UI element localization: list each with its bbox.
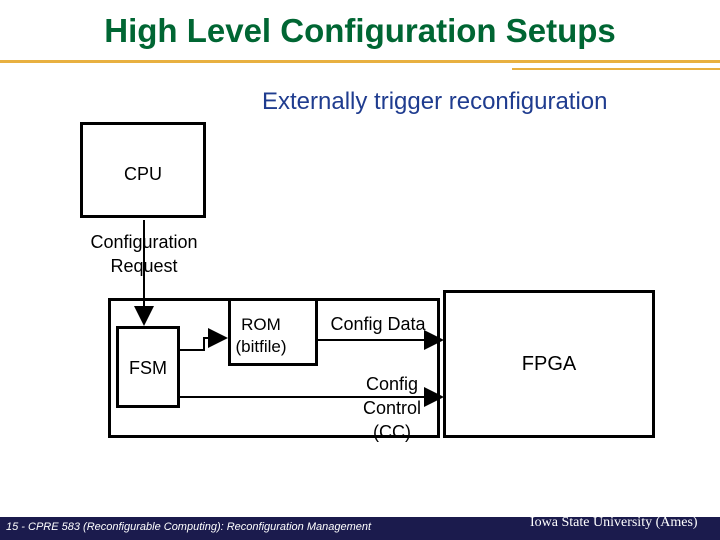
footer-university: Iowa State University (Ames) [530, 515, 698, 530]
title-underline [0, 60, 720, 63]
config-control-line-2: Control [362, 398, 422, 418]
rom-label-line-1: ROM [241, 315, 281, 334]
config-request-line-1: Configuration [90, 232, 198, 252]
fpga-box [443, 290, 655, 438]
fsm-to-rom-arrow [180, 328, 228, 351]
slide-subtitle: Externally trigger reconfiguration [262, 88, 608, 115]
config-data-label: Config Data [330, 314, 426, 334]
config-control-label: Config Control (CC) [340, 372, 444, 444]
config-control-line-3: (CC) [373, 422, 411, 442]
fsm-label: FSM [129, 358, 167, 378]
config-control-line-1: Config [365, 374, 419, 394]
rom-box [228, 298, 318, 366]
footer-course-text: 15 - CPRE 583 (Reconfigurable Computing)… [6, 521, 372, 533]
fsm-box [116, 326, 180, 408]
rom-label: ROM (bitfile) [228, 314, 294, 358]
config-request-line-2: Request [110, 256, 178, 276]
cpu-box [80, 122, 206, 218]
config-request-label: Configuration Request [56, 230, 232, 278]
fpga-label: FPGA [521, 353, 577, 375]
slide-title: High Level Configuration Setups [104, 12, 616, 49]
cpu-label: CPU [123, 164, 162, 184]
title-underline-accent [512, 68, 720, 70]
footer-bar [0, 517, 720, 540]
rom-label-line-2: (bitfile) [235, 337, 287, 356]
